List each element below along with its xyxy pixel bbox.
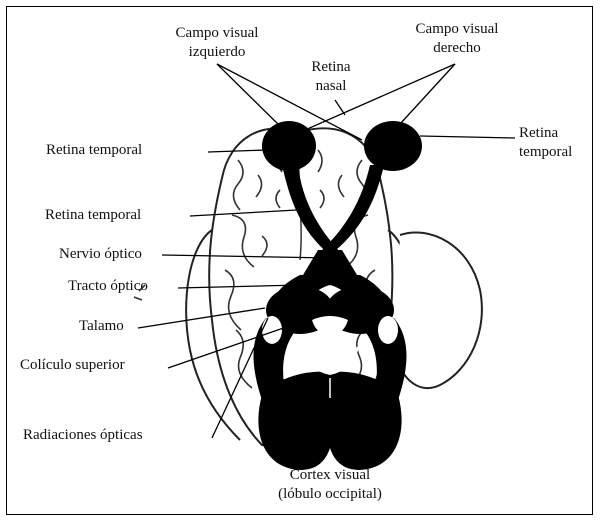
label-visual-cortex-line2: (lóbulo occipital) [245, 485, 415, 504]
label-right-visual-field-line2: derecho [397, 39, 517, 58]
label-nasal-retina: Retina nasal [297, 58, 365, 96]
label-left-visual-field: Campo visual izquierdo [165, 24, 269, 62]
right-eye [364, 121, 422, 171]
label-thalamus: Talamo [79, 317, 124, 336]
label-temporal-retina-right-line1: Retina [519, 124, 572, 143]
label-optic-tract: Tracto óptico [68, 277, 148, 296]
label-nasal-retina-line2: nasal [297, 77, 365, 96]
label-nasal-retina-line1: Retina [297, 58, 365, 77]
label-temporal-retina-left: Retina temporal [46, 141, 142, 160]
label-visual-cortex: Cortex visual (lóbulo occipital) [245, 466, 415, 504]
label-temporal-retina-right: Retina temporal [519, 124, 572, 162]
label-left-visual-field-line2: izquierdo [165, 43, 269, 62]
label-optic-nerve: Nervio óptico [59, 245, 142, 264]
label-right-visual-field-line1: Campo visual [397, 20, 517, 39]
label-right-visual-field: Campo visual derecho [397, 20, 517, 58]
label-temporal-retina-right-line2: temporal [519, 143, 572, 162]
label-superior-colliculus: Colículo superior [20, 356, 125, 375]
label-temporal-retina-lower: Retina temporal [45, 206, 141, 225]
label-visual-cortex-line1: Cortex visual [245, 466, 415, 485]
label-left-visual-field-line1: Campo visual [165, 24, 269, 43]
label-optic-radiations: Radiaciones ópticas [23, 426, 143, 445]
right-lobe-outline [395, 232, 482, 388]
